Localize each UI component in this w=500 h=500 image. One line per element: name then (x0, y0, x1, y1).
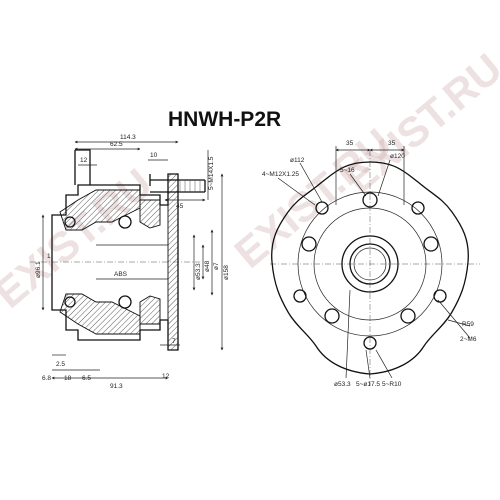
dim-r10: 5~R10 (382, 381, 402, 388)
dim-1: 1 (47, 253, 51, 260)
dim-6-8: 6.8 (42, 375, 51, 382)
dim-7b: 7 (172, 338, 176, 345)
dim-48: ø48 (204, 260, 211, 272)
dim-12: 12 (80, 157, 88, 164)
dim-158: ø158 (223, 265, 230, 280)
dim-10: 10 (150, 152, 158, 159)
dim-45: 45 (176, 203, 184, 210)
dim-holes-17-5: 5~ø17.5 (356, 381, 380, 388)
dim-2-m6: 2~M6 (460, 336, 477, 343)
dim-abs: ABS (114, 271, 128, 278)
dim-thread-m12: 4~M12X1.25 (262, 171, 299, 178)
dim-front-533: ø53.3 (334, 381, 351, 388)
dim-12b: 12 (162, 373, 170, 380)
part-number-title: HNWH-P2R (168, 108, 281, 131)
dim-7: ø7 (213, 262, 220, 270)
dim-2-5: 2.5 (56, 361, 65, 368)
dim-533: ø53.3 (195, 263, 202, 280)
dim-flange-depth: 62.5 (110, 141, 123, 148)
dim-r59: R59 (462, 321, 474, 328)
dim-18: 18 (64, 375, 72, 382)
dim-96: ø96.1 (35, 261, 42, 278)
dim-6-5: 6.5 (82, 375, 91, 382)
watermark-1: EXIST.RU (0, 159, 161, 317)
dim-91-3: 91.3 (110, 383, 123, 390)
watermark-3: EXIST.RU (336, 44, 500, 202)
dim-b35: 35 (388, 140, 396, 147)
dim-bolt-circle-120: ø120 (390, 153, 405, 160)
dim-bolt-circle-112: ø112 (290, 157, 305, 164)
dim-holes-5-16: 5~16 (340, 167, 355, 174)
front-view: 35 35 ø112 ø120 5~16 4~M12X1.25 R59 2~M6… (262, 140, 480, 388)
dim-stud-thread: 5~M14X1.5 (208, 156, 215, 190)
side-section-view: 114.3 62.5 12 10 5~M14X1.5 45 1 ø96.1 AB… (30, 134, 230, 390)
dim-a35: 35 (346, 140, 354, 147)
dim-overall-length: 114.3 (120, 134, 136, 141)
